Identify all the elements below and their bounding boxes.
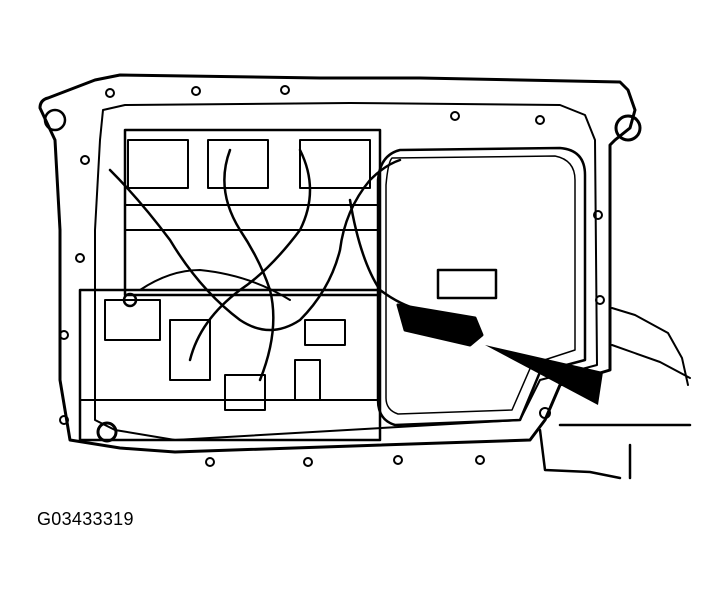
valve-body-upper — [125, 130, 380, 295]
pan-flange-outer — [40, 75, 635, 452]
transmission-valve-body-diagram — [0, 0, 725, 480]
side-bracket — [612, 308, 690, 385]
harness-connector — [398, 305, 482, 345]
pan-flange-inner — [95, 103, 597, 440]
figure-id-label: G03433319 — [37, 509, 134, 529]
label-box — [438, 270, 496, 298]
wiring-harness — [110, 160, 400, 330]
pan-cavity-right — [378, 148, 585, 425]
valve-body-lower — [80, 290, 380, 440]
connector-arrow — [485, 345, 603, 405]
